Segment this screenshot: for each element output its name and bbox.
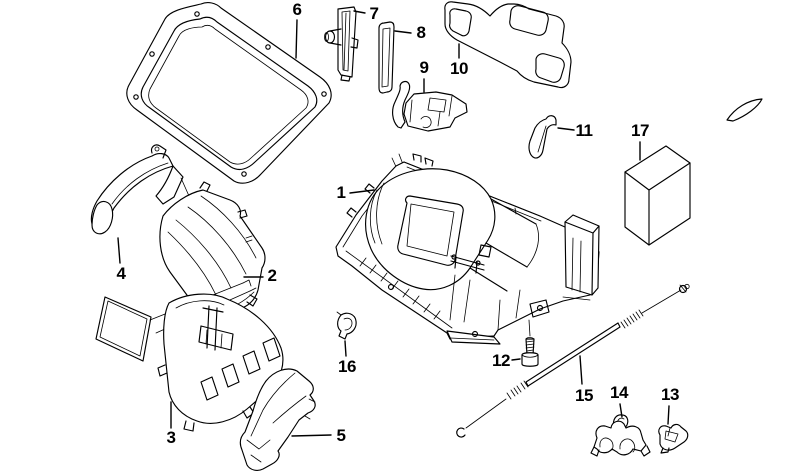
part-10-drawing: [444, 1, 572, 89]
leader-line-11: [557, 127, 575, 131]
leader-line-8: [394, 30, 412, 34]
part-label-11: 11: [575, 121, 593, 140]
part-label-13: 13: [661, 385, 679, 404]
part-17-drawing: [624, 145, 691, 246]
part-15-drawing: [456, 283, 690, 438]
part-label-14: 14: [610, 383, 628, 402]
leader-line-15: [579, 355, 583, 385]
part-7-drawing: [324, 6, 359, 82]
part-11-drawing: [528, 115, 557, 159]
part-12-drawing: [521, 319, 539, 367]
part-label-5: 5: [336, 426, 346, 445]
part-label-15: 15: [575, 386, 593, 405]
part-13-drawing: [658, 423, 689, 454]
part-label-17: 17: [631, 121, 649, 140]
part-2-drawing: [159, 181, 266, 315]
part-label-10: 10: [450, 59, 468, 78]
leader-line-13: [667, 405, 670, 425]
part-label-1: 1: [336, 183, 346, 202]
part-6-drawing: [126, 2, 332, 184]
part-label-7: 7: [369, 4, 379, 23]
part-9-drawing: [392, 80, 468, 132]
part-5-drawing: [239, 368, 316, 471]
part-1-drawing: [335, 153, 600, 345]
part-label-12: 12: [492, 351, 510, 370]
edge-fragment-drawing: [726, 98, 763, 122]
part-label-9: 9: [419, 58, 429, 77]
leader-lines: [117, 10, 670, 437]
part-3-drawing: [95, 279, 284, 432]
part-8-drawing: [378, 21, 395, 94]
leader-line-12: [511, 358, 521, 361]
leader-line-14: [619, 403, 623, 418]
part-label-3: 3: [166, 428, 176, 447]
part-label-6: 6: [292, 0, 302, 19]
leader-line-7: [353, 10, 366, 14]
leader-line-16: [344, 340, 347, 357]
part-label-8: 8: [416, 23, 426, 42]
leader-line-5: [291, 434, 332, 437]
leader-line-6: [295, 19, 298, 59]
part-16-drawing: [336, 311, 357, 340]
part-label-2: 2: [267, 266, 277, 285]
part-label-4: 4: [116, 264, 126, 283]
part-label-16: 16: [338, 357, 356, 376]
leader-line-1: [349, 189, 375, 194]
part-14-drawing: [590, 414, 651, 457]
leader-line-4: [117, 237, 121, 264]
